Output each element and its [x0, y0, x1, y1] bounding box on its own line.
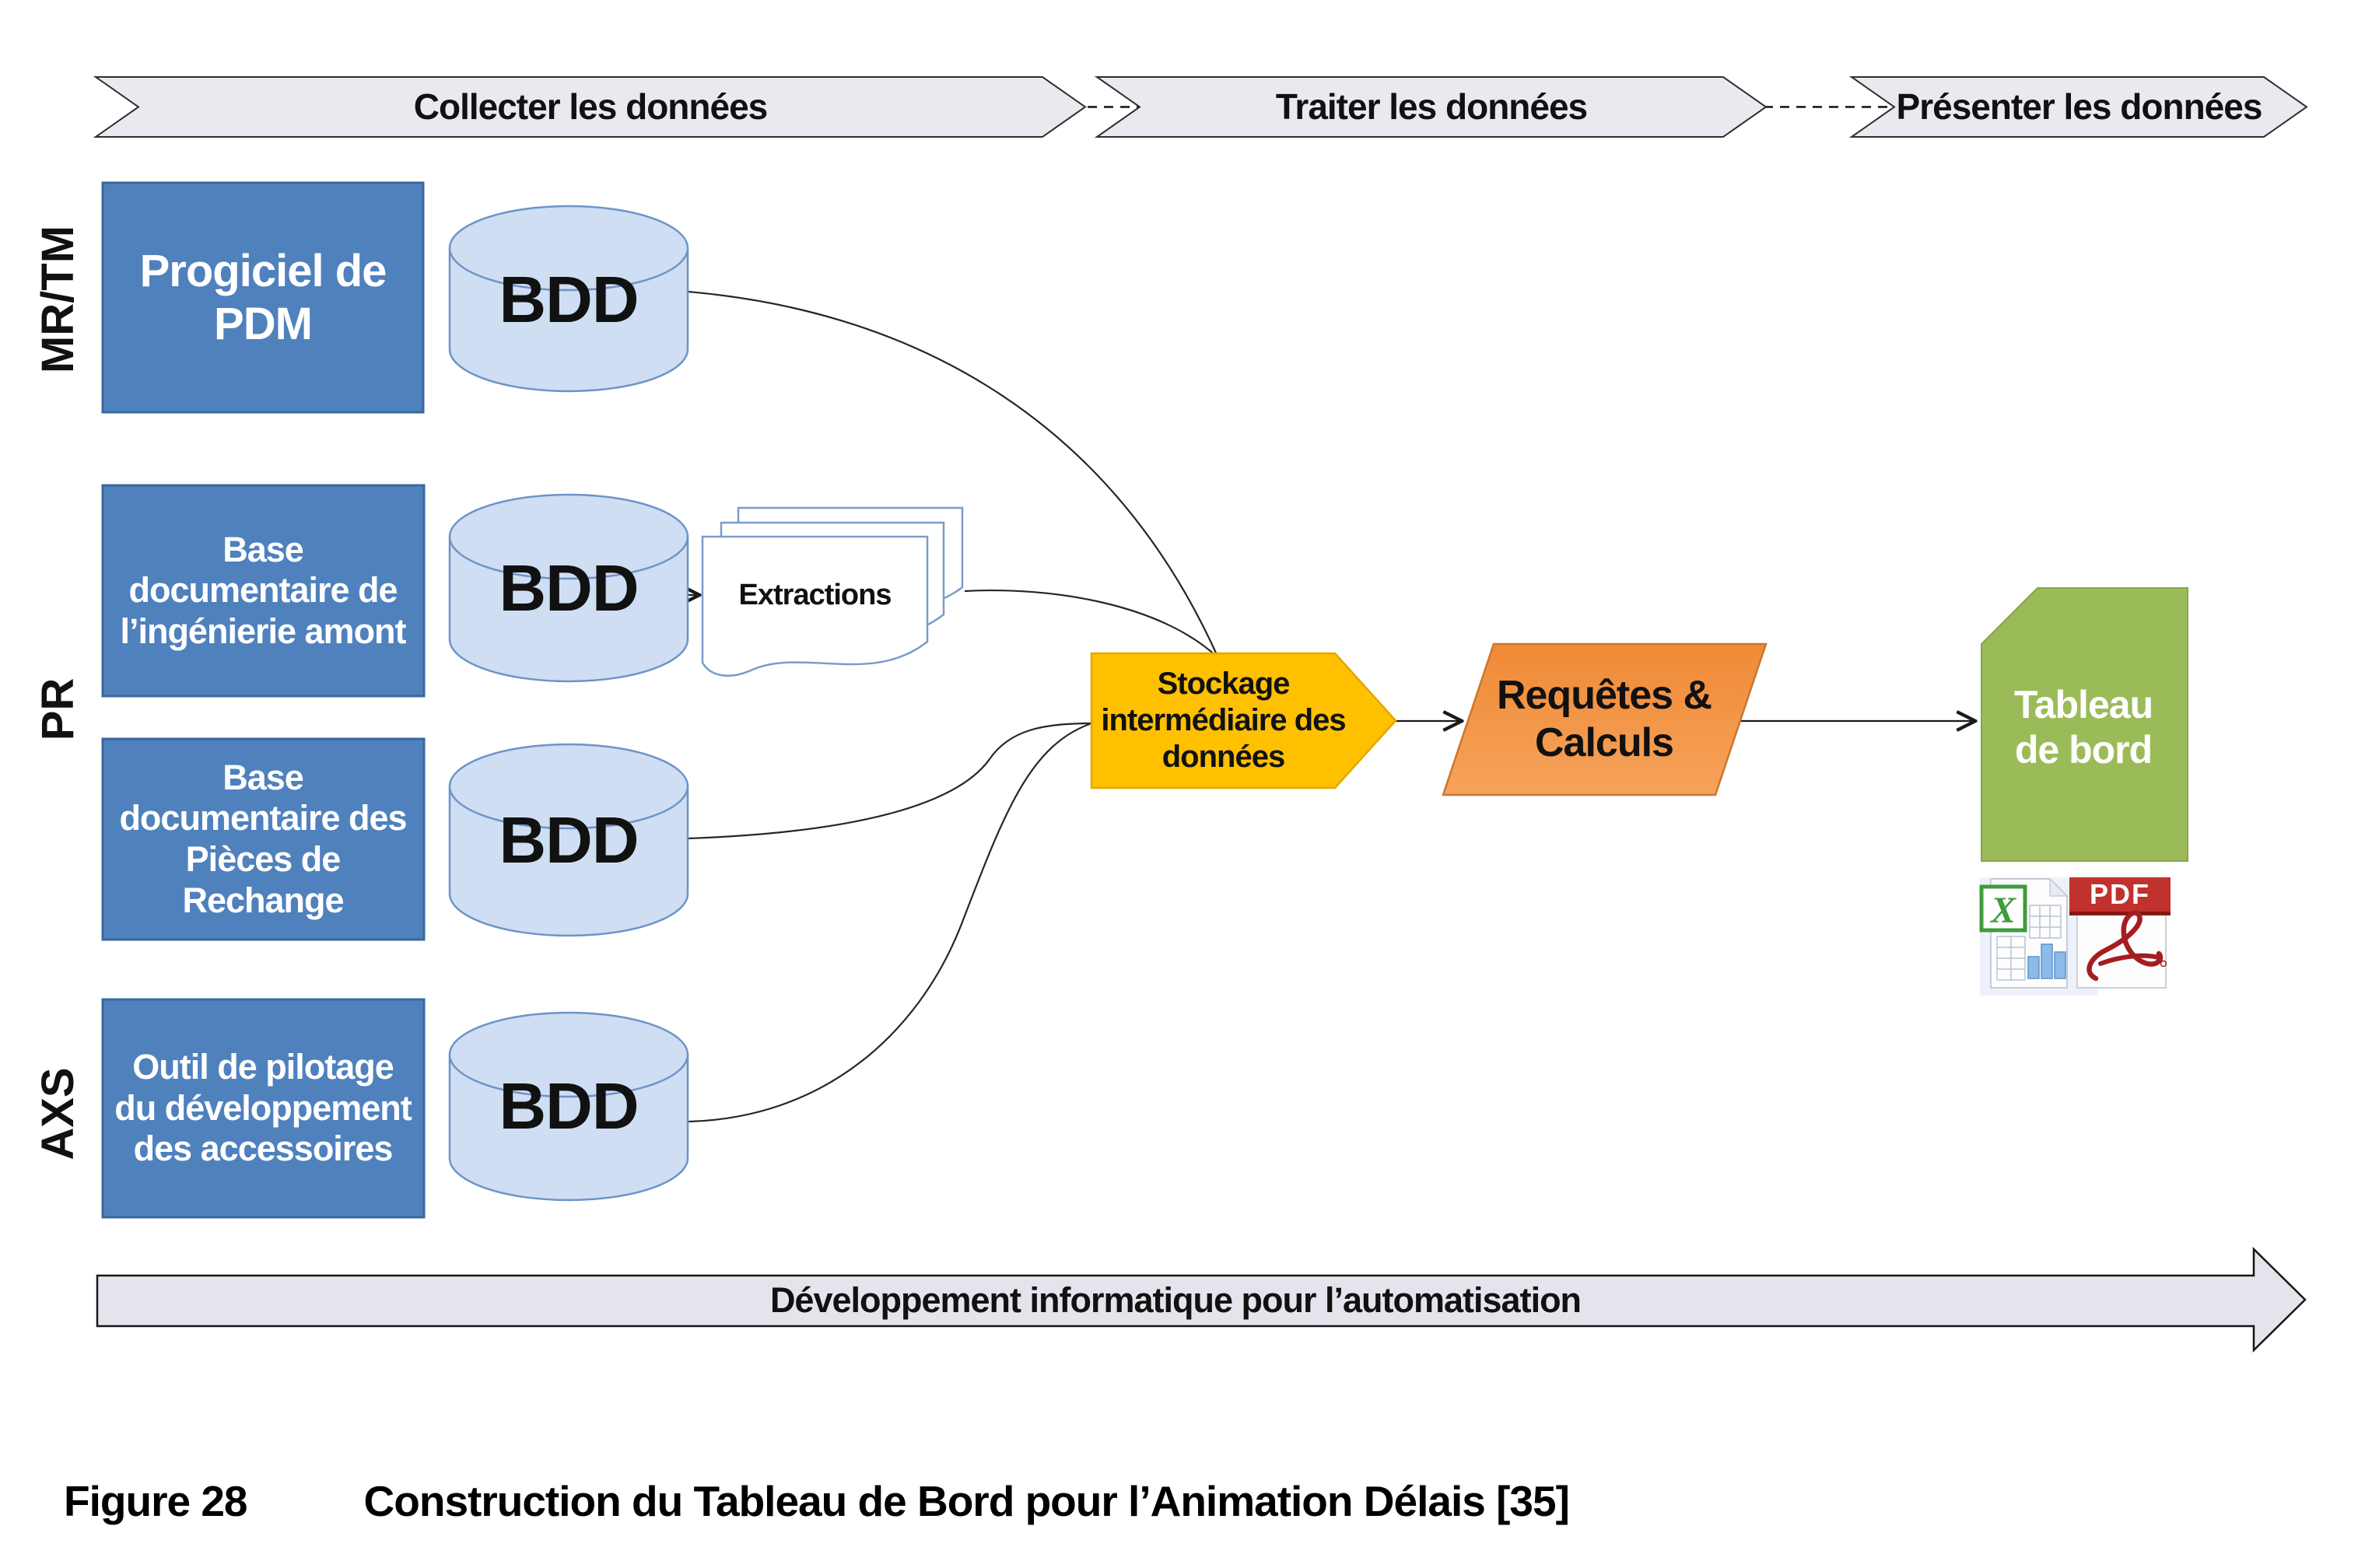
- source-box-rechange-shape: [101, 737, 426, 941]
- source-box-pdm-label: Progiciel de PDM: [139, 245, 387, 349]
- bottom-banner-label: Développement informatique pour l’automa…: [769, 1280, 1582, 1321]
- bdd-label-3: BDD: [499, 803, 639, 877]
- phase-banner-collecter-label: Collecter les données: [413, 86, 769, 127]
- bdd-cylinder-1: [448, 205, 689, 393]
- connector-curve-bdd3-stockage: [687, 722, 1092, 840]
- tableau-label: Tableau de bord: [2013, 682, 2153, 772]
- pdf-badge-banner: [2069, 877, 2171, 912]
- svg-text:X: X: [1989, 890, 2016, 931]
- extractions-stack: [701, 506, 964, 677]
- tableau-shape: [1981, 587, 2188, 862]
- acrobat-ribbon-glyph: [2086, 910, 2164, 982]
- phase-banner-traiter-shape: [1094, 76, 1768, 138]
- stockage-label: Stockage intermédiaire des données: [1101, 667, 1346, 774]
- requetes-shape: [1442, 642, 1768, 796]
- phase-banner-presenter-label: Présenter les données: [1896, 86, 2263, 127]
- row-label-mrtm: MR/TM: [33, 225, 84, 374]
- pdf-badge-label: PDF: [2090, 878, 2150, 910]
- bdd-label-1: BDD: [499, 262, 639, 336]
- bdd-cylinder-3: [448, 743, 689, 937]
- source-box-ingenierie-shape: [101, 484, 426, 698]
- phase-banner-traiter-label: Traiter les données: [1275, 86, 1588, 127]
- bottom-banner-shape: [96, 1247, 2307, 1353]
- stockage-shape: [1090, 652, 1397, 789]
- source-box-ingenierie-label: Base documentaire de l’ingénierie amont: [120, 529, 406, 651]
- connector-curve-extractions-stockage: [964, 589, 1219, 659]
- requetes-label: Requêtes & Calculs: [1496, 673, 1712, 765]
- extractions-label: Extractions: [738, 578, 892, 611]
- bdd-cylinder-4: [448, 1011, 689, 1202]
- source-box-accessoires-shape: [101, 998, 426, 1219]
- row-label-axs: AXS: [33, 1067, 84, 1160]
- connector-curve-bdd1-stockage: [687, 290, 1220, 659]
- bdd-label-4: BDD: [499, 1069, 639, 1143]
- source-box-pdm-shape: [101, 181, 425, 414]
- source-box-rechange-label: Base documentaire des Pièces de Rechange: [119, 757, 407, 920]
- bdd-cylinder-2: [448, 493, 689, 683]
- row-label-pr: PR: [33, 677, 84, 741]
- bdd-label-2: BDD: [499, 551, 639, 625]
- caption-title: Construction du Tableau de Bord pour l’A…: [363, 1477, 1570, 1525]
- pdf-file-icon: PDF: [2069, 877, 2171, 989]
- figure-caption: Figure 28 Construction du Tableau de Bor…: [64, 1476, 1570, 1526]
- connector-curve-bdd4-stockage: [687, 722, 1092, 1123]
- source-box-accessoires-label: Outil de pilotage du développement des a…: [114, 1047, 412, 1169]
- phase-banner-presenter-shape: [1848, 76, 2308, 138]
- caption-number: Figure 28: [64, 1477, 248, 1525]
- phase-banner-collecter-shape: [93, 76, 1087, 138]
